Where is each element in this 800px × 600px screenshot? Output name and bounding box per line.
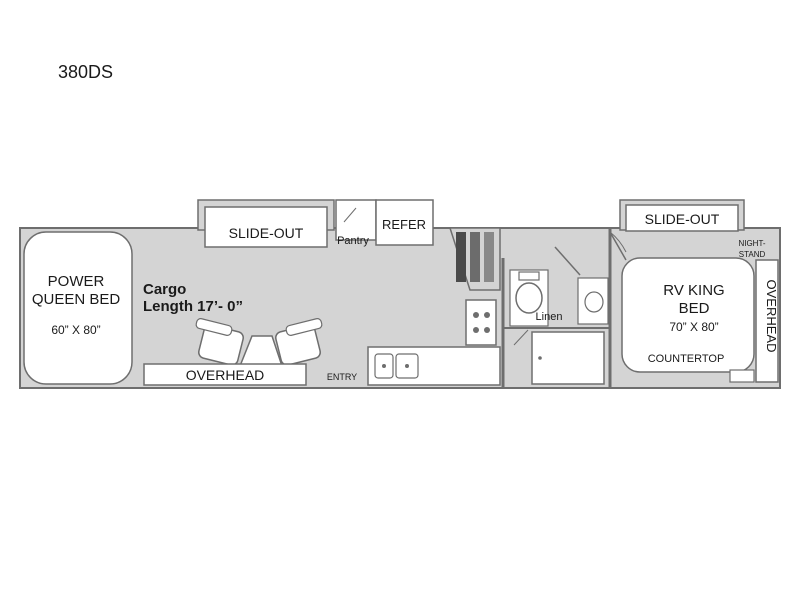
overhead-left-label: OVERHEAD [186, 367, 265, 383]
refer-label: REFER [382, 217, 426, 232]
cargo-label-2: Length 17’- 0” [143, 298, 243, 315]
nightstand-label-2: STAND [739, 250, 766, 259]
nightstand-label-1: NIGHT- [738, 239, 765, 248]
toilet-bowl [515, 282, 543, 314]
right-bed-size: 70” X 80” [669, 320, 718, 334]
overhead-left [143, 363, 307, 386]
seating-group [195, 318, 323, 367]
shower [531, 331, 605, 385]
left-bed-label-1: POWER [48, 273, 105, 290]
pantry-label: Pantry [337, 235, 369, 247]
right-bed-label-1: RV KING [663, 282, 724, 299]
linen-label: Linen [536, 311, 563, 323]
left-bed [23, 231, 133, 385]
refer [375, 199, 434, 246]
slide-out-right-label: SLIDE-OUT [645, 211, 720, 227]
right-slide-out-panel [625, 204, 739, 232]
slide-out-left-label: SLIDE-OUT [229, 225, 304, 241]
left-slide-out-panel [204, 206, 328, 248]
cargo-label-1: Cargo [143, 281, 186, 298]
countertop-label: COUNTERTOP [648, 353, 725, 365]
left-bed-size: 60” X 80” [51, 323, 100, 337]
entry-label: ENTRY [327, 372, 357, 382]
overhead-right-label: OVERHEAD [764, 280, 779, 353]
right-bed [621, 257, 755, 373]
right-bed-label-2: BED [679, 300, 710, 317]
countertop [729, 369, 755, 383]
model-title: 380DS [58, 62, 114, 82]
left-bed-label-2: QUEEN BED [32, 291, 121, 308]
stairs [448, 227, 501, 291]
cooktop [465, 299, 497, 346]
pantry [335, 199, 377, 241]
overhead-right [755, 259, 779, 383]
